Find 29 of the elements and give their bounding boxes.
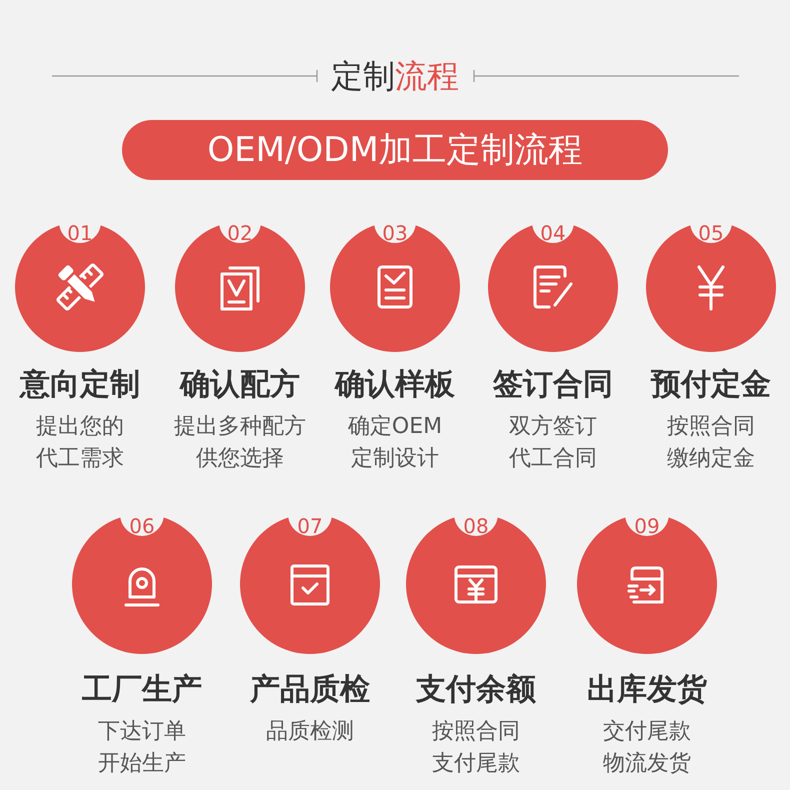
step-description: 按照合同缴纳定金 [666,413,756,473]
step-description: 品质检测 [265,718,355,746]
step-number: 03 [382,222,408,244]
step-heading: 确认样板 [335,366,455,404]
step-description: 确定OEM定制设计 [347,413,443,473]
step-number: 04 [540,222,566,244]
title: 定制流程 [331,56,459,96]
step-number: 08 [463,515,489,537]
step-description: 按照合同支付尾款 [431,718,521,778]
step-heading: 工厂生产 [82,671,202,709]
step-heading: 签订合同 [493,366,613,404]
step-number: 05 [698,222,724,244]
step-number: 06 [129,515,155,537]
step-heading: 产品质检 [250,671,370,709]
step-heading: 支付余额 [416,671,536,709]
banner-text: OEM/ODM加工定制流程 [207,129,583,171]
step-heading: 出库发货 [587,671,707,709]
step-description: 提出多种配方供您选择 [173,413,307,473]
step-number: 07 [297,515,323,537]
step-description: 提出您的代工需求 [35,413,125,473]
step-description: 双方签订代工合同 [508,413,598,473]
step-heading: 确认配方 [180,366,300,404]
step-description: 下达订单开始生产 [97,718,187,778]
step-heading: 意向定制 [20,366,140,404]
step-description: 交付尾款物流发货 [602,718,692,778]
step-number: 01 [67,222,93,244]
step-heading: 预付定金 [651,366,771,404]
step-number: 09 [634,515,660,537]
step-number: 02 [227,222,253,244]
